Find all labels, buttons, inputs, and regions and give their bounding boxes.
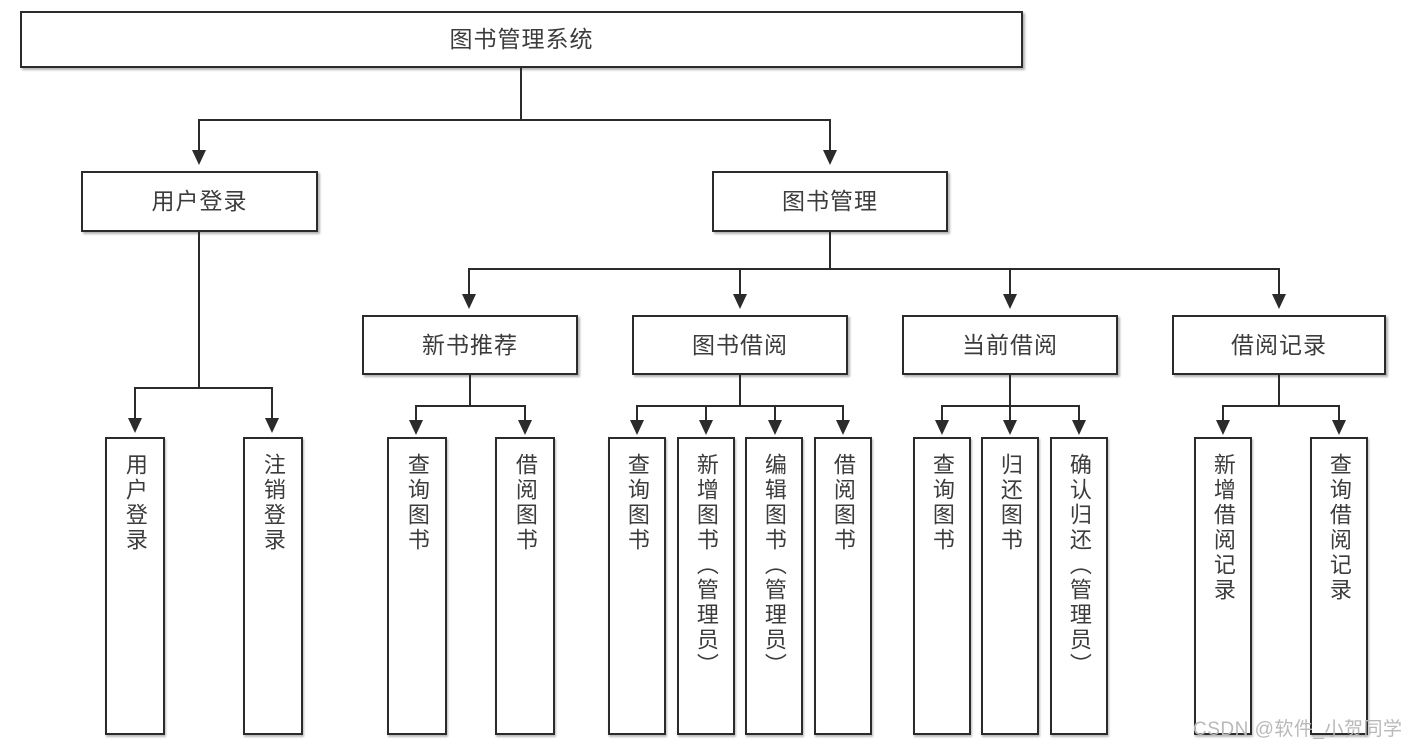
arrow-new-book-leaf-2	[518, 420, 532, 435]
node-label: 图书管理	[782, 188, 878, 215]
arrow-current-borrow-leaf-1	[935, 420, 949, 435]
arrow-new-book-leaf-1	[409, 420, 423, 435]
edge-new-book-leaf-2	[524, 405, 526, 421]
edge-book-borrow-leaf-4	[842, 405, 844, 421]
edge-user-login-leaf-1	[134, 387, 136, 419]
leaf-add-borrow-record[interactable]: 新增借阅记录	[1194, 437, 1252, 735]
leaf-query-borrow-record[interactable]: 查询借阅记录	[1310, 437, 1368, 735]
leaf-confirm-return-admin[interactable]: 确认归还（管理员）	[1050, 437, 1108, 735]
edge-root-stem	[520, 68, 522, 120]
edge-borrow-record-stem	[1278, 375, 1280, 406]
edge-book-manage-stem	[829, 232, 831, 269]
edge-book-borrow-bus	[636, 405, 844, 407]
node-label: 新增借阅记录	[1210, 453, 1236, 603]
arrow-to-book-borrow	[733, 294, 747, 309]
arrow-book-borrow-leaf-2	[699, 420, 713, 435]
node-label: 借阅图书	[830, 453, 856, 553]
edge-book-borrow-stem	[739, 375, 741, 406]
edge-current-borrow-stem	[1009, 375, 1011, 406]
node-user-login[interactable]: 用户登录	[81, 171, 318, 232]
edge-new-book-leaf-1	[415, 405, 417, 421]
node-root-system[interactable]: 图书管理系统	[20, 11, 1023, 68]
node-current-borrow[interactable]: 当前借阅	[902, 315, 1118, 375]
leaf-new-book-borrow[interactable]: 借阅图书	[495, 437, 555, 735]
edge-current-borrow-leaf-1	[941, 405, 943, 421]
edge-to-user-login	[198, 119, 200, 151]
arrow-current-borrow-leaf-3	[1072, 420, 1086, 435]
leaf-logout[interactable]: 注销登录	[243, 437, 303, 735]
node-book-borrow[interactable]: 图书借阅	[632, 315, 848, 375]
node-label: 图书管理系统	[449, 26, 594, 53]
node-label: 用户登录	[151, 188, 248, 215]
node-label: 查询图书	[404, 453, 430, 553]
edge-to-book-manage	[829, 119, 831, 151]
edge-to-book-borrow	[739, 268, 741, 298]
node-label: 用户登录	[122, 453, 148, 553]
edge-book-borrow-leaf-2	[705, 405, 707, 421]
arrow-borrow-record-leaf-1	[1216, 420, 1230, 435]
arrow-current-borrow-leaf-2	[1003, 420, 1017, 435]
leaf-current-query-book[interactable]: 查询图书	[913, 437, 971, 735]
edge-user-login-bus	[134, 387, 273, 389]
edge-book-borrow-leaf-3	[774, 405, 776, 421]
node-book-management[interactable]: 图书管理	[712, 171, 948, 232]
node-label: 图书借阅	[692, 331, 788, 358]
arrow-user-login-leaf-1	[128, 418, 142, 433]
node-borrow-record[interactable]: 借阅记录	[1172, 315, 1386, 375]
node-label: 借阅图书	[512, 453, 538, 553]
node-label: 查询图书	[929, 453, 955, 553]
node-label: 借阅记录	[1231, 331, 1327, 358]
edge-new-book-stem	[469, 375, 471, 406]
arrow-user-login-leaf-2	[265, 418, 279, 433]
edge-to-current-borrow	[1009, 268, 1011, 298]
node-label: 注销登录	[260, 453, 286, 553]
edge-level2-bus	[198, 119, 831, 121]
node-label: 归还图书	[997, 453, 1023, 553]
edge-borrow-record-bus	[1222, 405, 1340, 407]
leaf-return-book[interactable]: 归还图书	[981, 437, 1039, 735]
arrow-to-book-manage	[823, 150, 837, 165]
arrow-to-current-borrow	[1003, 294, 1017, 309]
edge-to-borrow-record	[1278, 268, 1280, 298]
node-label: 当前借阅	[962, 331, 1058, 358]
edge-to-new-book	[468, 268, 470, 298]
arrow-borrow-record-leaf-2	[1332, 420, 1346, 435]
leaf-user-login[interactable]: 用户登录	[105, 437, 165, 735]
edge-current-borrow-leaf-2	[1009, 405, 1011, 421]
leaf-borrow-book[interactable]: 借阅图书	[814, 437, 872, 735]
leaf-borrow-query-book[interactable]: 查询图书	[608, 437, 666, 735]
edge-borrow-record-leaf-1	[1222, 405, 1224, 421]
node-label: 查询借阅记录	[1326, 453, 1352, 603]
edge-current-borrow-leaf-3	[1078, 405, 1080, 421]
node-label: 编辑图书（管理员）	[761, 453, 787, 678]
arrow-to-borrow-record	[1272, 294, 1286, 309]
edge-user-login-stem	[198, 232, 200, 388]
leaf-new-book-query[interactable]: 查询图书	[387, 437, 447, 735]
arrow-book-borrow-leaf-4	[836, 420, 850, 435]
node-label: 查询图书	[624, 453, 650, 553]
node-label: 确认归还（管理员）	[1066, 453, 1092, 678]
edge-borrow-record-leaf-2	[1338, 405, 1340, 421]
node-new-book-recommend[interactable]: 新书推荐	[362, 315, 578, 375]
edge-level3-bus	[468, 268, 1280, 270]
node-label: 新书推荐	[422, 331, 518, 358]
arrow-book-borrow-leaf-1	[630, 420, 644, 435]
edge-user-login-leaf-2	[271, 387, 273, 419]
leaf-add-book-admin[interactable]: 新增图书（管理员）	[677, 437, 735, 735]
arrow-to-user-login	[192, 150, 206, 165]
node-label: 新增图书（管理员）	[693, 453, 719, 678]
leaf-edit-book-admin[interactable]: 编辑图书（管理员）	[745, 437, 803, 735]
edge-book-borrow-leaf-1	[636, 405, 638, 421]
edge-new-book-bus	[415, 405, 526, 407]
arrow-book-borrow-leaf-3	[768, 420, 782, 435]
arrow-to-new-book	[462, 294, 476, 309]
